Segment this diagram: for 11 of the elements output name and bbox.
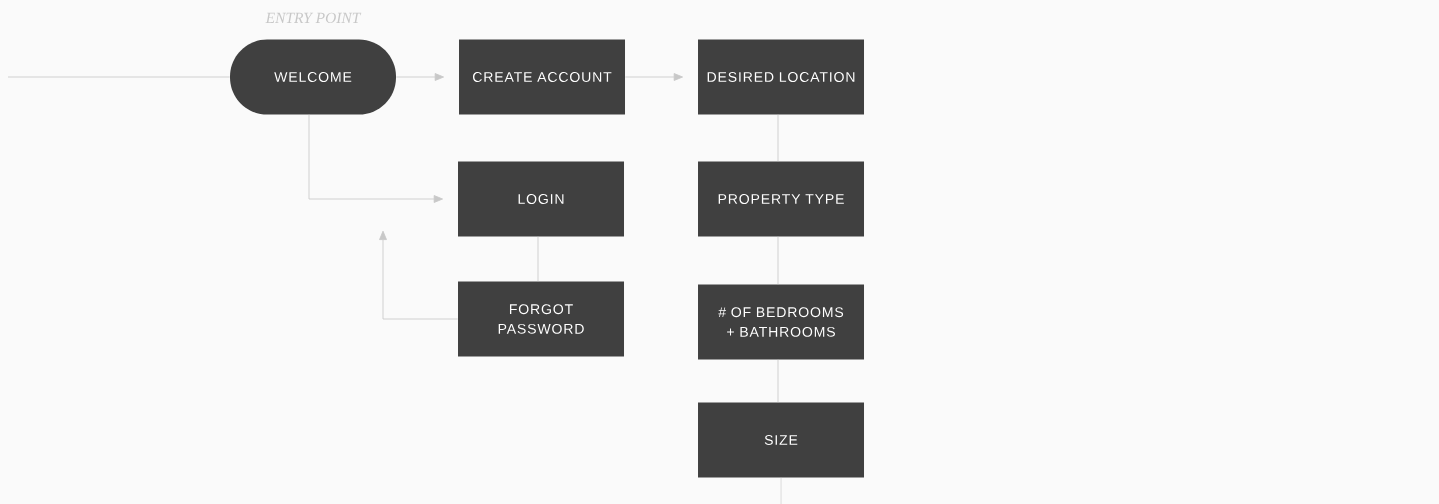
process-box: FORGOT PASSWORD	[458, 281, 624, 357]
process-box: # OF BEDROOMS + BATHROOMS	[698, 284, 864, 360]
process-box: SIZE	[698, 402, 864, 478]
arrow	[308, 114, 443, 203]
process-box: LOGIN	[458, 161, 624, 237]
process-box: PROPERTY TYPE	[698, 161, 864, 237]
process-box: DESIRED LOCATION	[698, 39, 864, 115]
process-box: CREATE ACCOUNT	[459, 39, 625, 115]
arrow	[395, 73, 445, 81]
arrow	[624, 73, 683, 81]
arrow	[379, 230, 459, 320]
